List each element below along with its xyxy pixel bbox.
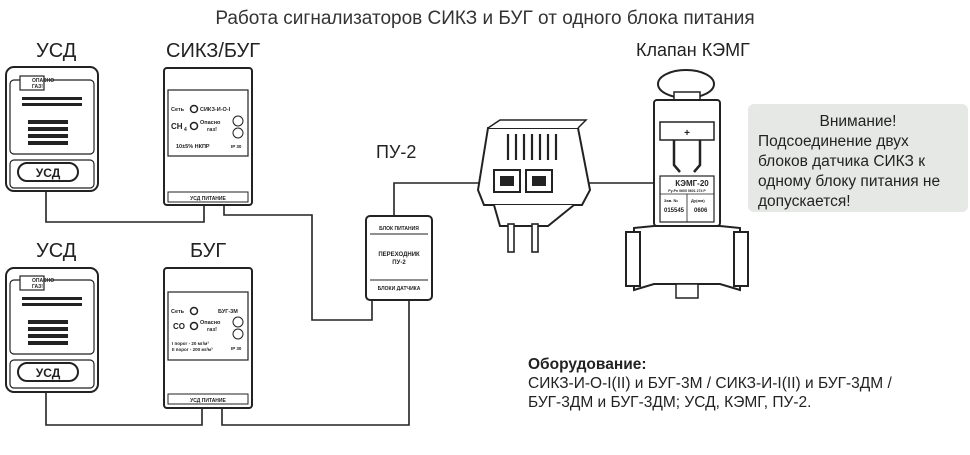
adapter-mid-2: ПУ-2 (392, 260, 406, 266)
adapter-top-label: БЛОК ПИТАНИЯ (379, 226, 419, 232)
sikz-spec-label: 10±5% НКПР (176, 144, 210, 150)
sikz-danger-2: газ! (207, 127, 217, 133)
bug-spec-2: II порог - 200 мг/м³ (172, 347, 213, 352)
warning-notice: Внимание! Подсоединение двух блоков датч… (748, 104, 968, 212)
label-pu2: ПУ-2 (376, 142, 417, 162)
label-usd-top: УСД (36, 40, 77, 62)
usd-name-bottom: УСД (36, 366, 61, 380)
pu2-adapter (365, 215, 433, 301)
usd-device-bottom (5, 267, 99, 393)
label-sikz-bug: СИКЗ/БУГ (166, 40, 261, 62)
sikz-ip-label: IP 30 (231, 144, 242, 149)
bug-ports-label: УСД ПИТАНИЕ (190, 398, 226, 404)
bug-set-label: Сеть (171, 309, 185, 315)
bug-mark-icon (232, 328, 244, 340)
bug-power-led (189, 306, 199, 316)
sikz-alarm-led (189, 121, 199, 131)
valve-model-label: КЭМГ-20 (675, 179, 709, 188)
bug-spec-1: I порог - 20 мг/м³ (172, 341, 209, 346)
wires (45, 182, 660, 426)
usd-badge-bottom-1: ОПАСНО (32, 278, 54, 284)
sikz-unit (163, 67, 253, 206)
wire-pu2-power (393, 182, 496, 218)
label-valve: Клапан КЭМГ (636, 40, 750, 60)
bug-danger-2: газ! (207, 327, 217, 333)
bug-co-label: CO (173, 322, 185, 331)
sikz-ports-label: УСД ПИТАНИЕ (190, 196, 226, 202)
valve-serial-value: 015545 (664, 208, 685, 214)
sikz-ch4-label: CH (171, 122, 183, 131)
wire-usd-sikz (45, 188, 205, 223)
sikz-model-label: СИКЗ-И-О-I (200, 107, 231, 113)
valve-plus-label: + (684, 128, 690, 139)
sikz-power-led (189, 104, 199, 114)
sikz-ch4-sub: 4 (184, 127, 187, 133)
sikz-set-label: Сеть (171, 107, 185, 113)
label-usd-bottom: УСД (36, 240, 77, 262)
sikz-danger-1: Опасно (200, 120, 221, 126)
usd-badge-bottom-2: ГАЗ! (32, 284, 43, 290)
usd-badge-top-2: ГАЗ! (32, 84, 43, 90)
power-supply (476, 119, 592, 253)
equipment-line-1: СИКЗ-И-О-I(II) и БУГ-3М / СИКЗ-И-I(II) и… (528, 375, 892, 392)
kemg-valve (625, 69, 749, 299)
valve-code-value: 0606 (694, 208, 708, 214)
bug-ip-label: IP 30 (231, 346, 242, 351)
valve-code-label: Ду(мм) (691, 198, 705, 203)
bug-danger-1: Опасно (200, 320, 221, 326)
valve-serial-label: Зав. № (664, 198, 678, 203)
adapter-bottom-label: БЛОКИ ДАТЧИКА (378, 286, 421, 292)
equipment-line-2: БУГ-3ДМ и БУГ-3ДМ; УСД, КЭМГ, ПУ-2. (528, 394, 812, 411)
adapter-mid-1: ПЕРЕХОДНИК (378, 252, 420, 258)
bug-unit (163, 267, 253, 409)
usd-device-top (5, 66, 99, 192)
sikz-mark-icon (232, 127, 244, 139)
bug-model-label: БУГ-3М (218, 309, 238, 315)
usd-name-top: УСД (36, 166, 61, 180)
label-bug: БУГ (190, 240, 227, 262)
wire-bug-pu2 (221, 298, 410, 426)
equipment-block: Оборудование: СИКЗ-И-О-I(II) и БУГ-3М / … (528, 355, 968, 412)
wire-usd-bug (45, 392, 203, 426)
bug-alarm-led (189, 321, 199, 331)
plug-pin-left (507, 223, 515, 253)
usd-badge-top-1: ОПАСНО (32, 78, 54, 84)
valve-sub-label: Ру-Рн 0600 0601 274 Р (668, 189, 706, 193)
diagram-title: Работа сигнализаторов СИКЗ и БУГ от одно… (215, 8, 755, 29)
warning-body: Подсоединение двух блоков датчика СИКЗ к… (758, 133, 941, 210)
warning-title: Внимание! (819, 113, 897, 130)
sikz-cert-icon (232, 115, 244, 127)
plug-pin-right (531, 223, 539, 253)
wire-sikz-pu2 (223, 205, 373, 321)
equipment-heading: Оборудование: (528, 356, 647, 373)
bug-cert-icon (232, 316, 244, 328)
